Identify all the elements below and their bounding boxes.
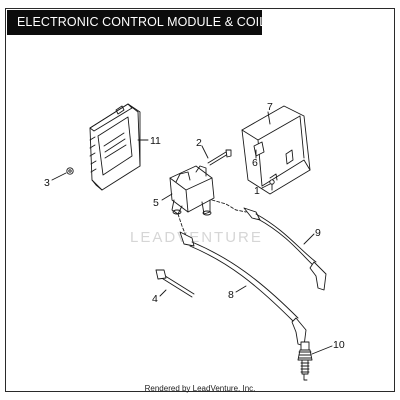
callout-1: 1 [254,185,260,197]
coil-cover-drawing [241,105,311,195]
label-6-drawing [253,141,265,157]
callout-6: 6 [252,157,258,169]
screw-1-drawing [269,179,275,191]
callout-4: 4 [152,293,158,305]
screw-2-drawing [207,149,232,166]
diagram-title: ELECTRONIC CONTROL MODULE & COIL [7,10,266,35]
callout-9: 9 [315,227,321,239]
cable-tie-drawing [155,269,195,298]
watermark-text: LEADVENTURE [130,229,263,246]
ecm-module-drawing [89,103,141,191]
callout-11: 11 [150,135,161,147]
callout-labels: 11 2 3 5 7 6 1 9 8 4 10 [44,101,345,351]
footer-credit: Rendered by LeadVenture, Inc. [144,384,256,393]
callout-5: 5 [153,197,159,209]
diagram-frame [5,8,395,392]
callout-7: 7 [267,101,273,113]
spark-plug-drawing [297,341,313,381]
leader-lines [51,111,333,355]
spark-plug-wire-9-drawing [211,199,327,291]
callout-3: 3 [44,177,50,189]
spark-plug-wire-8-drawing [177,213,307,347]
nut-3-drawing [66,167,74,175]
callout-2: 2 [196,137,202,149]
ignition-coil-drawing [169,165,215,216]
callout-8: 8 [228,289,234,301]
callout-10: 10 [333,339,345,351]
